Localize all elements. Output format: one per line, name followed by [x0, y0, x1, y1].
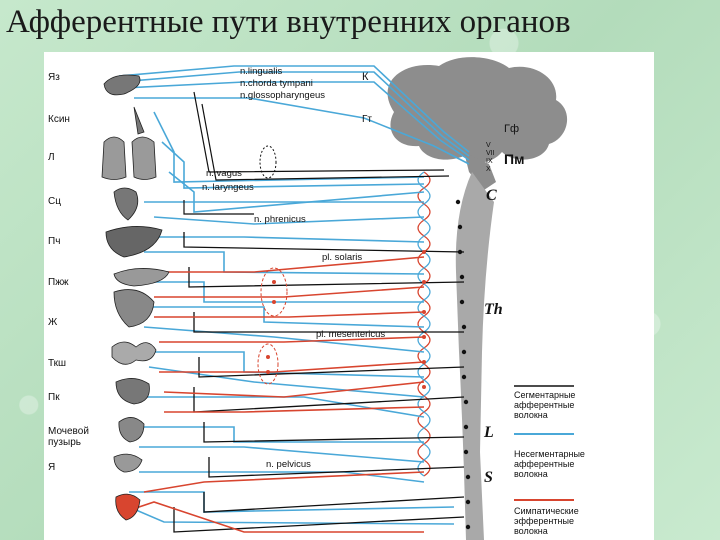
- brain-label-pm: Пм: [504, 151, 524, 167]
- brain-label-k: К: [362, 71, 369, 83]
- organ-label-sc: Сц: [48, 196, 61, 207]
- visceral-black-lines: [173, 232, 465, 533]
- spinal-label-c: C: [486, 187, 497, 204]
- organ-bladder: [118, 417, 145, 443]
- nerve-label-pelvicus: n. pelvicus: [266, 459, 311, 470]
- legend-segmental-2: афферентные: [514, 400, 574, 410]
- brain-label-gf: Гф: [504, 123, 519, 135]
- organ-intestine: [111, 341, 157, 365]
- spinal-label-l: L: [483, 424, 494, 441]
- slide-title: Афферентные пути внутренних органов: [6, 4, 571, 40]
- plexus-mesentericus-ellipse: [257, 343, 279, 385]
- organ-pancreas: [113, 268, 170, 287]
- organ-stomach: [113, 289, 155, 328]
- legend-nonsegmental-2: афферентные: [514, 459, 574, 469]
- organ-label-ksin: Ксин: [48, 114, 70, 125]
- brain-label-v: V: [486, 142, 491, 149]
- nerve-label-solaris: pl. solaris: [322, 252, 362, 263]
- organ-label-pzh: Пжж: [48, 277, 69, 288]
- organ-ovary: [113, 453, 143, 473]
- legend-segmental-1: Сегментарные: [514, 390, 575, 400]
- nerve-label-lingualis: n.lingualis: [240, 66, 282, 77]
- brain-label-vii: VII: [486, 150, 495, 157]
- nerve-label-vagus: n. vagus: [206, 168, 242, 179]
- brain-label-x: X: [486, 166, 491, 173]
- legend-sympathetic-2: эфферентные: [514, 516, 574, 526]
- nerve-pathways-diagram: Яз Ксин Л Сц Пч Пжж Ж Ткш Пк Мочевой пуз…: [44, 52, 654, 540]
- ganglion-chain: [417, 171, 431, 477]
- legend: Сегментарные афферентные волокна Несегме…: [514, 385, 585, 536]
- legend-sympathetic-3: волокна: [514, 526, 548, 536]
- spinal-cord: [455, 172, 494, 540]
- organ-liver: [105, 226, 163, 258]
- visceral-blue-lines: [128, 236, 455, 525]
- legend-nonsegmental-3: волокна: [514, 469, 548, 479]
- plexus-solaris-ellipse: [260, 267, 288, 317]
- organ-label-bladder-2: пузырь: [48, 437, 81, 448]
- spinal-label-s: S: [484, 469, 493, 486]
- cranial-nerve-lines: [118, 65, 470, 225]
- organ-lungs: [101, 136, 157, 180]
- nerve-label-mesentericus: pl. mesentericus: [316, 329, 385, 340]
- organ-tongue: [103, 74, 141, 96]
- nerve-label-laryngeus: n. laryngeus: [202, 182, 254, 193]
- organ-heart: [113, 187, 139, 221]
- organ-label-bladder-1: Мочевой: [48, 426, 89, 437]
- diagram-canvas: Яз Ксин Л Сц Пч Пжж Ж Ткш Пк Мочевой пуз…: [48, 57, 585, 540]
- spinal-root-dots: [266, 199, 471, 530]
- nerve-label-chorda: n.chorda tympani: [240, 78, 313, 89]
- brain-shape: [387, 57, 568, 190]
- organ-label-ya: Я: [48, 462, 55, 473]
- visceral-red-lines: [123, 256, 425, 533]
- organ-label-zh: Ж: [48, 317, 58, 328]
- brain-label-gt: Гт: [362, 114, 372, 125]
- organ-shapes: [101, 74, 170, 521]
- organ-uterus: [115, 493, 141, 521]
- plexus-vagus-ellipse: [259, 145, 277, 179]
- legend-segmental-3: волокна: [514, 410, 548, 420]
- legend-sympathetic-1: Симпатические: [514, 506, 579, 516]
- organ-colon: [115, 378, 150, 405]
- organ-label-pk: Пк: [48, 392, 60, 403]
- organ-label-l: Л: [48, 152, 55, 163]
- cranial-nerve-dark-lines: [183, 91, 450, 215]
- nerve-label-glosso: n.glossopharyngeus: [240, 90, 325, 101]
- spinal-label-th: Th: [484, 301, 503, 318]
- organ-label-pch: Пч: [48, 236, 60, 247]
- legend-nonsegmental-1: Несегментарные: [514, 449, 585, 459]
- organ-label-tksh: Ткш: [48, 358, 66, 369]
- organ-label-yaz: Яз: [48, 72, 60, 83]
- nerve-label-phrenicus: n. phrenicus: [254, 214, 306, 225]
- organ-larynx: [133, 106, 145, 135]
- brain-label-ix: IX: [486, 158, 493, 165]
